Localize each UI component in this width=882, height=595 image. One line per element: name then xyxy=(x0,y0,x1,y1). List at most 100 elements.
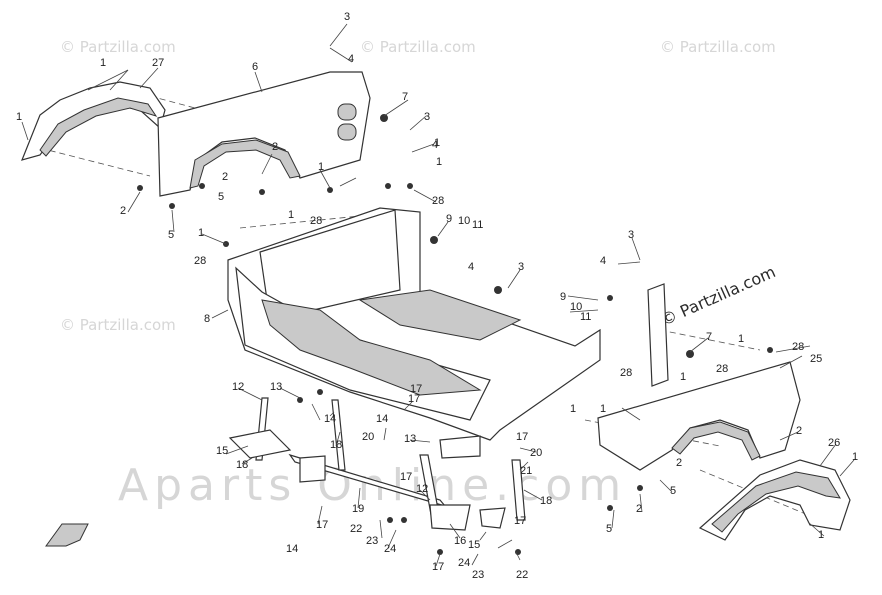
callout-7: 7 xyxy=(706,331,712,343)
latch-bracket-right xyxy=(479,507,506,529)
callout-17: 17 xyxy=(432,561,444,573)
cargo-bed-side-stamp xyxy=(261,299,482,396)
callout-leaders xyxy=(21,23,855,567)
part-callouts: 1 1 1 1 1 1 1 1 1 1 1 1 1 2 2 2 2 2 2 3 … xyxy=(16,11,858,581)
callout-1: 1 xyxy=(600,403,606,415)
callout-1: 1 xyxy=(680,371,686,383)
left-fender-flare-edge xyxy=(39,97,158,157)
callout-12: 12 xyxy=(416,483,428,495)
front-direction-arrow-icon xyxy=(45,523,89,547)
callout-8: 8 xyxy=(204,313,210,325)
callout-21: 21 xyxy=(520,465,532,477)
callout-5: 5 xyxy=(168,229,174,241)
callout-16: 16 xyxy=(454,535,466,547)
watermark-partzilla-brand: © Partzilla.com xyxy=(658,262,779,330)
callout-20: 20 xyxy=(362,431,374,443)
right-side-panel-wheel-arch xyxy=(671,421,761,461)
callout-13: 13 xyxy=(270,381,282,393)
latch-pivot xyxy=(299,455,326,483)
callout-26: 26 xyxy=(828,437,840,449)
callout-2: 2 xyxy=(796,425,802,437)
left-side-panel-wheel-arch xyxy=(189,139,301,189)
watermark-partzilla: © Partzilla.com xyxy=(60,316,176,334)
callout-23: 23 xyxy=(366,535,378,547)
callout-19: 19 xyxy=(352,503,364,515)
callout-13: 13 xyxy=(404,433,416,445)
callout-4: 4 xyxy=(432,139,438,151)
callout-11: 11 xyxy=(580,311,591,323)
callout-17: 17 xyxy=(316,519,328,531)
callout-6: 6 xyxy=(252,61,258,73)
latch-bracket-left xyxy=(228,429,292,459)
callout-1: 1 xyxy=(434,137,440,149)
callout-4: 4 xyxy=(348,53,354,65)
callout-1: 1 xyxy=(852,451,858,463)
callout-3: 3 xyxy=(344,11,350,23)
right-fender-flare-edge xyxy=(711,471,841,533)
callout-27: 27 xyxy=(152,57,164,69)
callout-5: 5 xyxy=(218,191,224,203)
callout-1: 1 xyxy=(288,209,294,221)
callout-1: 1 xyxy=(100,57,106,69)
callout-9: 9 xyxy=(560,291,566,303)
callout-17: 17 xyxy=(516,431,528,443)
callout-5: 5 xyxy=(606,523,612,535)
callout-2: 2 xyxy=(272,141,278,153)
callout-28: 28 xyxy=(792,341,804,353)
callout-24: 24 xyxy=(384,543,396,555)
watermark-partzilla: © Partzilla.com xyxy=(360,38,476,56)
callout-23: 23 xyxy=(472,569,484,581)
callout-28: 28 xyxy=(310,215,322,227)
watermark-partzilla: © Partzilla.com xyxy=(660,38,776,56)
cargo-bed-floor xyxy=(358,289,522,341)
watermark-partzilla: © Partzilla.com xyxy=(60,38,176,56)
callout-22: 22 xyxy=(350,523,362,535)
callout-10: 10 xyxy=(570,301,582,313)
latch-rod-center xyxy=(331,399,346,471)
callout-2: 2 xyxy=(120,205,126,217)
callout-28: 28 xyxy=(716,363,728,375)
hardware-fasteners xyxy=(137,114,773,555)
callout-3: 3 xyxy=(518,261,524,273)
callout-3: 3 xyxy=(628,229,634,241)
callout-18: 18 xyxy=(540,495,552,507)
callout-28: 28 xyxy=(194,255,206,267)
callout-15: 15 xyxy=(468,539,480,551)
callout-12: 12 xyxy=(232,381,244,393)
callout-4: 4 xyxy=(600,255,606,267)
callout-15: 15 xyxy=(216,445,228,457)
left-side-panel-light xyxy=(337,123,357,141)
tailgate-post xyxy=(647,283,669,387)
left-side-panel xyxy=(157,71,371,197)
callout-3: 3 xyxy=(424,111,430,123)
callout-17: 17 xyxy=(410,383,422,395)
callout-1: 1 xyxy=(318,161,324,173)
callout-10: 10 xyxy=(458,215,470,227)
callout-5: 5 xyxy=(670,485,676,497)
left-side-panel-light xyxy=(337,103,357,121)
callout-2: 2 xyxy=(222,171,228,183)
callout-14: 14 xyxy=(324,413,336,425)
callout-24: 24 xyxy=(458,557,470,569)
right-side-panel xyxy=(597,361,801,471)
callout-14: 14 xyxy=(376,413,388,425)
latch-plate xyxy=(429,504,471,531)
callout-4: 4 xyxy=(468,261,474,273)
callout-14: 14 xyxy=(286,543,298,555)
callout-1: 1 xyxy=(198,227,204,239)
callout-1: 1 xyxy=(570,403,576,415)
callout-18: 18 xyxy=(330,439,342,451)
callout-2: 2 xyxy=(636,503,642,515)
callout-1: 1 xyxy=(818,529,824,541)
latch-mechanism xyxy=(439,435,481,459)
latch-linkage-assembly xyxy=(228,397,526,531)
callout-18: 18 xyxy=(236,459,248,471)
callout-1: 1 xyxy=(436,156,442,168)
callout-25: 25 xyxy=(810,353,822,365)
callout-7: 7 xyxy=(402,91,408,103)
watermark-center: Aparts Online.com xyxy=(118,460,627,511)
callout-22: 22 xyxy=(516,569,528,581)
callout-20: 20 xyxy=(530,447,542,459)
